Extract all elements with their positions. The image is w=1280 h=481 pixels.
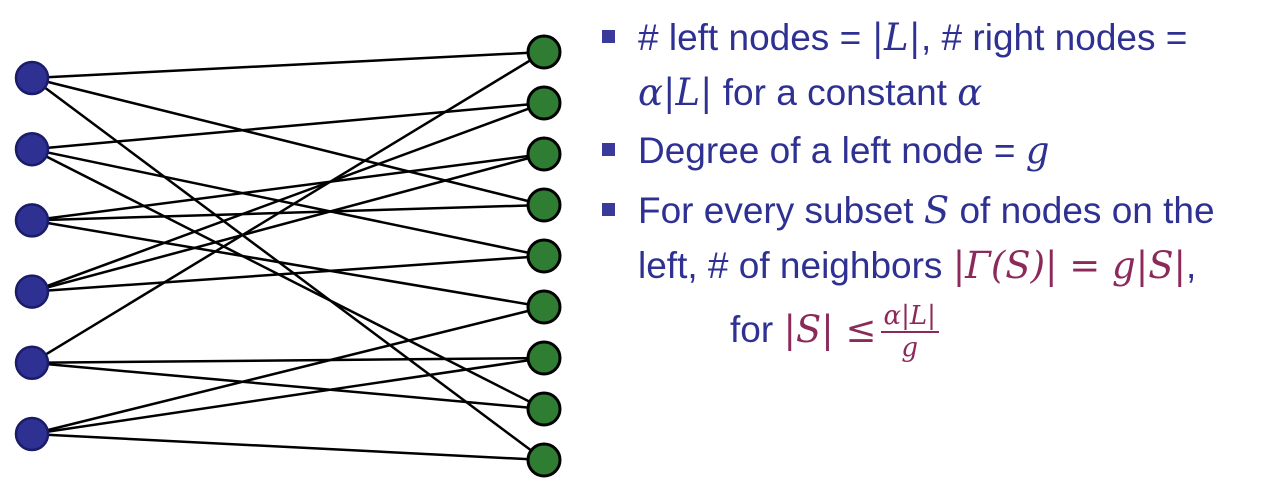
edge <box>31 147 545 258</box>
bullet-square-icon <box>602 143 615 156</box>
fraction-numerator: α|L| <box>880 301 939 333</box>
edge <box>31 356 545 436</box>
edge <box>31 203 545 222</box>
right-node <box>526 238 562 274</box>
math-subset-s: S <box>923 189 950 232</box>
text-segment: for a constant <box>712 72 958 113</box>
bullet-line-1: # left nodes = |L|, # right nodes = <box>638 10 1278 65</box>
right-node <box>526 442 562 478</box>
right-node <box>526 289 562 325</box>
left-node <box>14 274 50 309</box>
edge <box>31 152 545 293</box>
left-node <box>14 203 50 238</box>
bullet-square-icon <box>602 30 615 43</box>
text-segment: , <box>1186 245 1197 286</box>
edge <box>31 432 545 462</box>
math-neighbors-formula: |Γ(S)| = g|S| <box>952 244 1187 287</box>
edge <box>31 305 545 436</box>
bullet-line-4: For every subset S of nodes on the <box>638 183 1278 238</box>
edge <box>31 361 545 411</box>
bullet-line-3: Degree of a left node = g <box>638 123 1278 178</box>
text-segment: of nodes on the <box>949 190 1215 231</box>
edge <box>31 356 545 365</box>
left-node <box>14 416 50 452</box>
left-node <box>14 131 50 167</box>
math-fraction: α|L|g <box>880 301 939 363</box>
right-node <box>526 136 562 172</box>
bullet-line-2: α|L| for a constant α <box>638 65 1278 120</box>
math-right-count: α|L| <box>638 71 713 114</box>
left-node <box>14 345 50 381</box>
left-node <box>14 60 50 96</box>
edge <box>31 50 545 80</box>
edge <box>31 152 545 222</box>
right-node <box>526 391 562 427</box>
edge <box>31 76 545 207</box>
text-segment: For every subset <box>638 190 924 231</box>
text-segment: , # right nodes = <box>921 17 1188 58</box>
text-segment: Degree of a left node = <box>638 130 1026 171</box>
math-subset-bound: |S| ≤ <box>783 307 877 351</box>
edge <box>31 50 545 364</box>
text-segment: # left nodes = <box>638 17 872 58</box>
edge <box>31 148 545 411</box>
fraction-denominator: g <box>901 333 919 363</box>
math-alpha: α <box>957 71 983 114</box>
edge-group <box>31 50 545 462</box>
right-node <box>526 34 562 70</box>
edge <box>31 219 545 309</box>
edge <box>31 101 545 293</box>
bullet-line-6: for |S| ≤α|L|g <box>730 301 1280 363</box>
right-node <box>526 187 562 223</box>
bipartite-graph <box>14 34 562 478</box>
bullet-line-5: left, # of neighbors |Γ(S)| = g|S|, <box>638 238 1278 293</box>
edge <box>31 254 545 293</box>
node-group <box>14 34 562 478</box>
right-node <box>526 85 562 121</box>
right-node <box>526 340 562 376</box>
math-degree-g: g <box>1025 129 1050 172</box>
text-segment: left, # of neighbors <box>638 245 953 286</box>
text-segment: for <box>730 308 784 350</box>
bullet-square-icon <box>602 203 615 216</box>
edge <box>31 101 545 151</box>
math-left-count: |L| <box>871 16 921 59</box>
